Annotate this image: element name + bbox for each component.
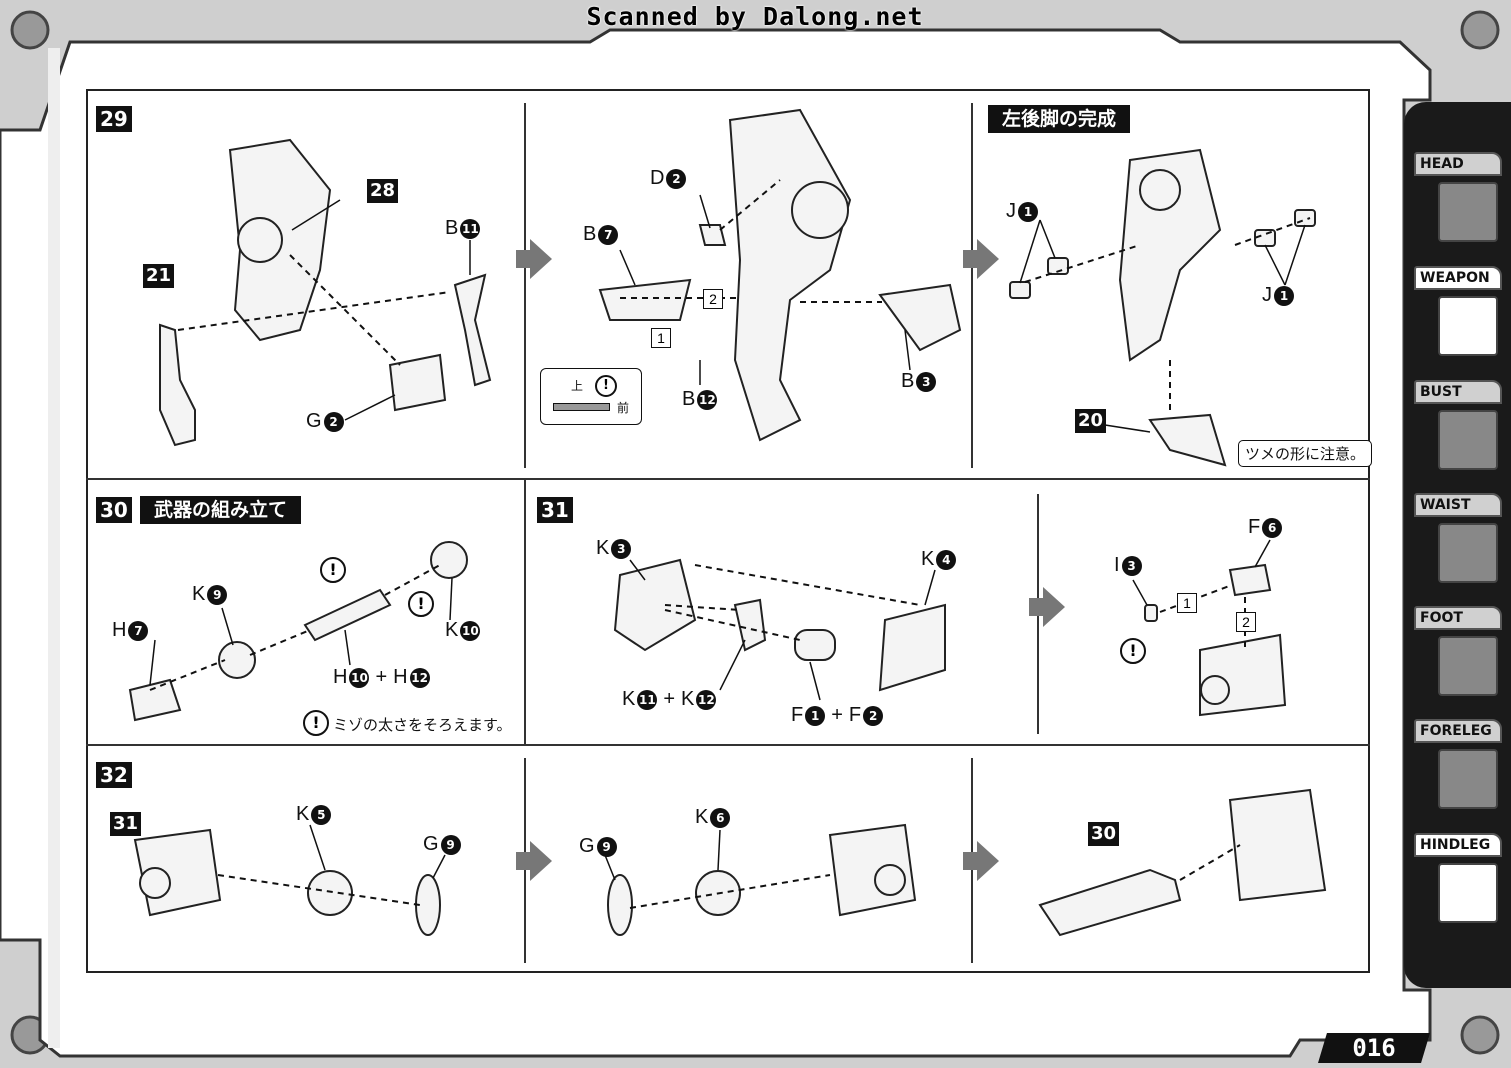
hindleg-icon <box>1438 863 1498 923</box>
warning-icon: ! <box>320 557 346 583</box>
divider <box>86 478 1370 480</box>
subassembly-title: 左後脚の完成 <box>988 105 1131 133</box>
up-label: 上 <box>571 379 584 393</box>
tab-label: FORELEG <box>1414 719 1502 743</box>
bust-icon <box>1438 410 1498 470</box>
tab-waist[interactable]: WAIST <box>1414 493 1502 583</box>
step-number: 30 <box>96 497 132 523</box>
part-thumbnail <box>553 403 610 411</box>
instruction-frame <box>86 89 1370 973</box>
step-reference: 20 <box>1075 409 1107 433</box>
step-reference: 31 <box>110 812 142 836</box>
dragon-head-icon <box>1438 182 1498 242</box>
subassembly-title: 武器の組み立て <box>140 496 302 524</box>
order-box: 2 <box>703 289 723 309</box>
step-number: 32 <box>96 762 132 788</box>
tab-bust[interactable]: BUST <box>1414 380 1502 470</box>
tab-foot[interactable]: FOOT <box>1414 606 1502 696</box>
warning-icon: ! <box>595 375 617 397</box>
warning-icon: ! <box>1120 638 1146 664</box>
waist-icon <box>1438 523 1498 583</box>
scanner-watermark: Scanned by Dalong.net <box>586 2 924 31</box>
caution-note: ツメの形に注意。 <box>1238 440 1373 467</box>
warning-icon: ! <box>303 710 329 736</box>
page-number: 016 <box>1318 1033 1430 1063</box>
tab-label: WEAPON <box>1414 266 1502 290</box>
order-box: 2 <box>1236 612 1256 632</box>
tab-label: HEAD <box>1414 152 1502 176</box>
front-label: 前 <box>617 401 630 415</box>
divider <box>524 480 526 744</box>
order-box: 1 <box>651 328 671 348</box>
tab-label: BUST <box>1414 380 1502 404</box>
step-number: 31 <box>537 497 573 523</box>
step-reference: 30 <box>1088 822 1120 846</box>
tab-head[interactable]: HEAD <box>1414 152 1502 242</box>
tab-label: WAIST <box>1414 493 1502 517</box>
tab-foreleg[interactable]: FORELEG <box>1414 719 1502 809</box>
tab-weapon[interactable]: WEAPON <box>1414 266 1502 356</box>
tab-hindleg[interactable]: HINDLEG <box>1414 833 1502 923</box>
step-reference: 21 <box>143 264 175 288</box>
order-box: 1 <box>1177 593 1197 613</box>
caution-note: ミゾの太さをそろえます。 <box>333 716 512 734</box>
divider <box>86 744 1370 746</box>
tab-label: HINDLEG <box>1414 833 1502 857</box>
cannon-icon <box>1438 296 1498 356</box>
foreleg-icon <box>1438 749 1498 809</box>
warning-icon: ! <box>408 591 434 617</box>
orientation-callout: 上 ! 前 <box>540 368 642 425</box>
divider <box>524 103 526 468</box>
tab-label: FOOT <box>1414 606 1502 630</box>
foot-icon <box>1438 636 1498 696</box>
step-reference: 28 <box>367 179 399 203</box>
step-number: 29 <box>96 106 132 132</box>
divider <box>971 103 973 468</box>
